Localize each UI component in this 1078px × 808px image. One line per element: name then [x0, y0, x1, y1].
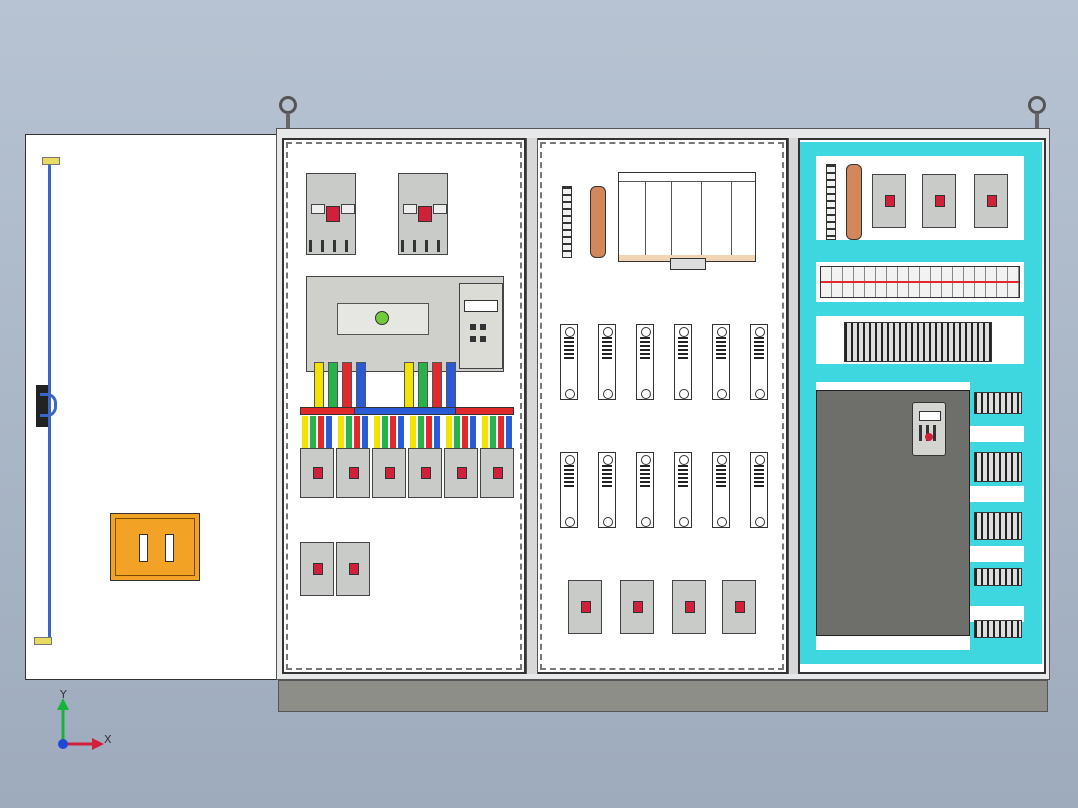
- terminal-block-2: [974, 452, 1022, 482]
- branch-breaker-4[interactable]: [408, 448, 442, 498]
- control-breaker-3[interactable]: [974, 174, 1008, 228]
- cable-green-1: [328, 362, 338, 412]
- main-breaker-1[interactable]: [306, 173, 356, 255]
- fuse-holder-4[interactable]: [674, 324, 692, 400]
- coordinate-triad-icon: [57, 698, 104, 750]
- fuse-holder-3[interactable]: [636, 324, 654, 400]
- cyan-rail-right: [1024, 142, 1042, 664]
- feeder-breaker-1[interactable]: [568, 580, 602, 634]
- document-pocket: [110, 513, 200, 581]
- distribution-block: [618, 172, 756, 262]
- cyan-rail-top: [800, 142, 1042, 156]
- door-handle-cam: [40, 393, 57, 417]
- relay-strip: [820, 266, 1020, 298]
- fuse-holder-10[interactable]: [674, 452, 692, 528]
- axis-x-label: X: [104, 733, 112, 746]
- ground-terminal-strip: [562, 186, 572, 258]
- transfer-switch-knob-icon[interactable]: [375, 311, 389, 325]
- lifting-eye-left-icon: [279, 96, 297, 114]
- terminal-block-5: [974, 620, 1022, 638]
- lifting-eye-right-icon: [1028, 96, 1046, 114]
- feeder-breaker-4[interactable]: [722, 580, 756, 634]
- neutral-copper-bar: [590, 186, 606, 258]
- cyan-rail-left: [800, 142, 816, 664]
- terminal-block-3: [974, 512, 1022, 540]
- cable-green-2: [418, 362, 428, 412]
- fuse-holder-5[interactable]: [712, 324, 730, 400]
- door-lock-rod-bottom: [34, 637, 52, 645]
- cable-red-1: [342, 362, 352, 412]
- control-breaker-1[interactable]: [872, 174, 906, 228]
- vfd-drive-icon[interactable]: [912, 402, 946, 456]
- aux-breaker-2[interactable]: [336, 542, 370, 596]
- fuse-holder-6[interactable]: [750, 324, 768, 400]
- control-breaker-2[interactable]: [922, 174, 956, 228]
- lifting-eye-left-stem: [286, 113, 290, 128]
- fuse-holder-1[interactable]: [560, 324, 578, 400]
- cable-yellow-1: [314, 362, 324, 412]
- aux-breaker-1[interactable]: [300, 542, 334, 596]
- cable-red-2: [432, 362, 442, 412]
- transfer-switch[interactable]: [306, 276, 504, 372]
- cable-blue-2: [446, 362, 456, 412]
- fuse-holder-9[interactable]: [636, 452, 654, 528]
- control-copper-bar: [846, 164, 862, 240]
- lifting-eye-right-stem: [1035, 113, 1039, 128]
- cable-yellow-2: [404, 362, 414, 412]
- branch-cables: [302, 416, 514, 450]
- fuse-holder-8[interactable]: [598, 452, 616, 528]
- fuse-holder-12[interactable]: [750, 452, 768, 528]
- control-terminal-strip: [826, 164, 836, 240]
- fuse-holder-11[interactable]: [712, 452, 730, 528]
- branch-breaker-6[interactable]: [480, 448, 514, 498]
- cable-blue-1: [356, 362, 366, 412]
- axis-y-label: Y: [60, 688, 67, 701]
- fuse-holder-7[interactable]: [560, 452, 578, 528]
- busbar-blue: [354, 407, 456, 415]
- fuse-holder-2[interactable]: [598, 324, 616, 400]
- door-lock-rod-top: [42, 157, 60, 165]
- branch-breaker-1[interactable]: [300, 448, 334, 498]
- terminal-block-4: [974, 568, 1022, 586]
- branch-breaker-3[interactable]: [372, 448, 406, 498]
- feeder-breaker-3[interactable]: [672, 580, 706, 634]
- branch-breaker-5[interactable]: [444, 448, 478, 498]
- cyan-rail-bottom: [800, 650, 1042, 664]
- contactor-strip: [844, 322, 992, 362]
- cabinet-door[interactable]: [25, 134, 277, 680]
- terminal-block-1: [974, 392, 1022, 414]
- main-breaker-2[interactable]: [398, 173, 448, 255]
- feeder-breaker-2[interactable]: [620, 580, 654, 634]
- branch-breaker-2[interactable]: [336, 448, 370, 498]
- vfd-mounting-plate: [816, 390, 970, 636]
- cabinet-plinth: [278, 680, 1048, 712]
